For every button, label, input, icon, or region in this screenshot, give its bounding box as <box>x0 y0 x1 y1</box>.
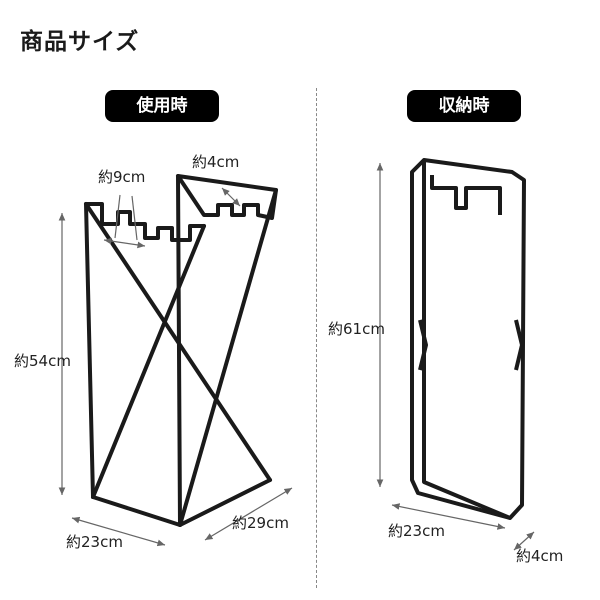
stored-height-label: 約61cm <box>328 320 385 338</box>
stored-width-arrow <box>391 503 506 530</box>
width-label: 約23cm <box>66 533 123 551</box>
slot-width-arrow <box>103 237 146 249</box>
slot-width-leader-l <box>114 194 121 239</box>
stored-slot <box>430 175 502 215</box>
stored-thickness-label: 約4cm <box>516 547 564 565</box>
stored-width-label: 約23cm <box>388 522 445 540</box>
stored-badge: 収納時 <box>407 90 521 122</box>
stored-dimension-arrows <box>376 163 535 551</box>
depth-label: 約29cm <box>232 514 289 532</box>
stored-pinch <box>418 319 524 371</box>
stored-thickness-arrow <box>513 531 535 551</box>
front-leg-right <box>91 224 206 499</box>
in-use-badge: 使用時 <box>105 90 219 122</box>
section-divider <box>316 88 317 588</box>
width-arrow <box>71 516 166 547</box>
stored-inner-frame <box>422 160 511 520</box>
slot-depth-arrow <box>221 187 241 207</box>
in-use-rack <box>84 174 278 527</box>
depth-arrow <box>204 487 293 541</box>
slot-width-label: 約9cm <box>98 168 146 186</box>
slot-width-leader-r <box>131 195 138 241</box>
in-use-dimension-arrows <box>58 187 293 547</box>
back-frame <box>176 174 278 220</box>
back-leg-right <box>178 188 278 527</box>
stored-outer-frame <box>410 158 526 520</box>
slot-depth-label: 約4cm <box>192 153 240 171</box>
back-leg-left <box>176 174 182 527</box>
front-frame <box>84 202 206 242</box>
height-label: 約54cm <box>14 352 71 370</box>
stored-rack <box>410 158 526 520</box>
page-title: 商品サイズ <box>20 29 140 55</box>
